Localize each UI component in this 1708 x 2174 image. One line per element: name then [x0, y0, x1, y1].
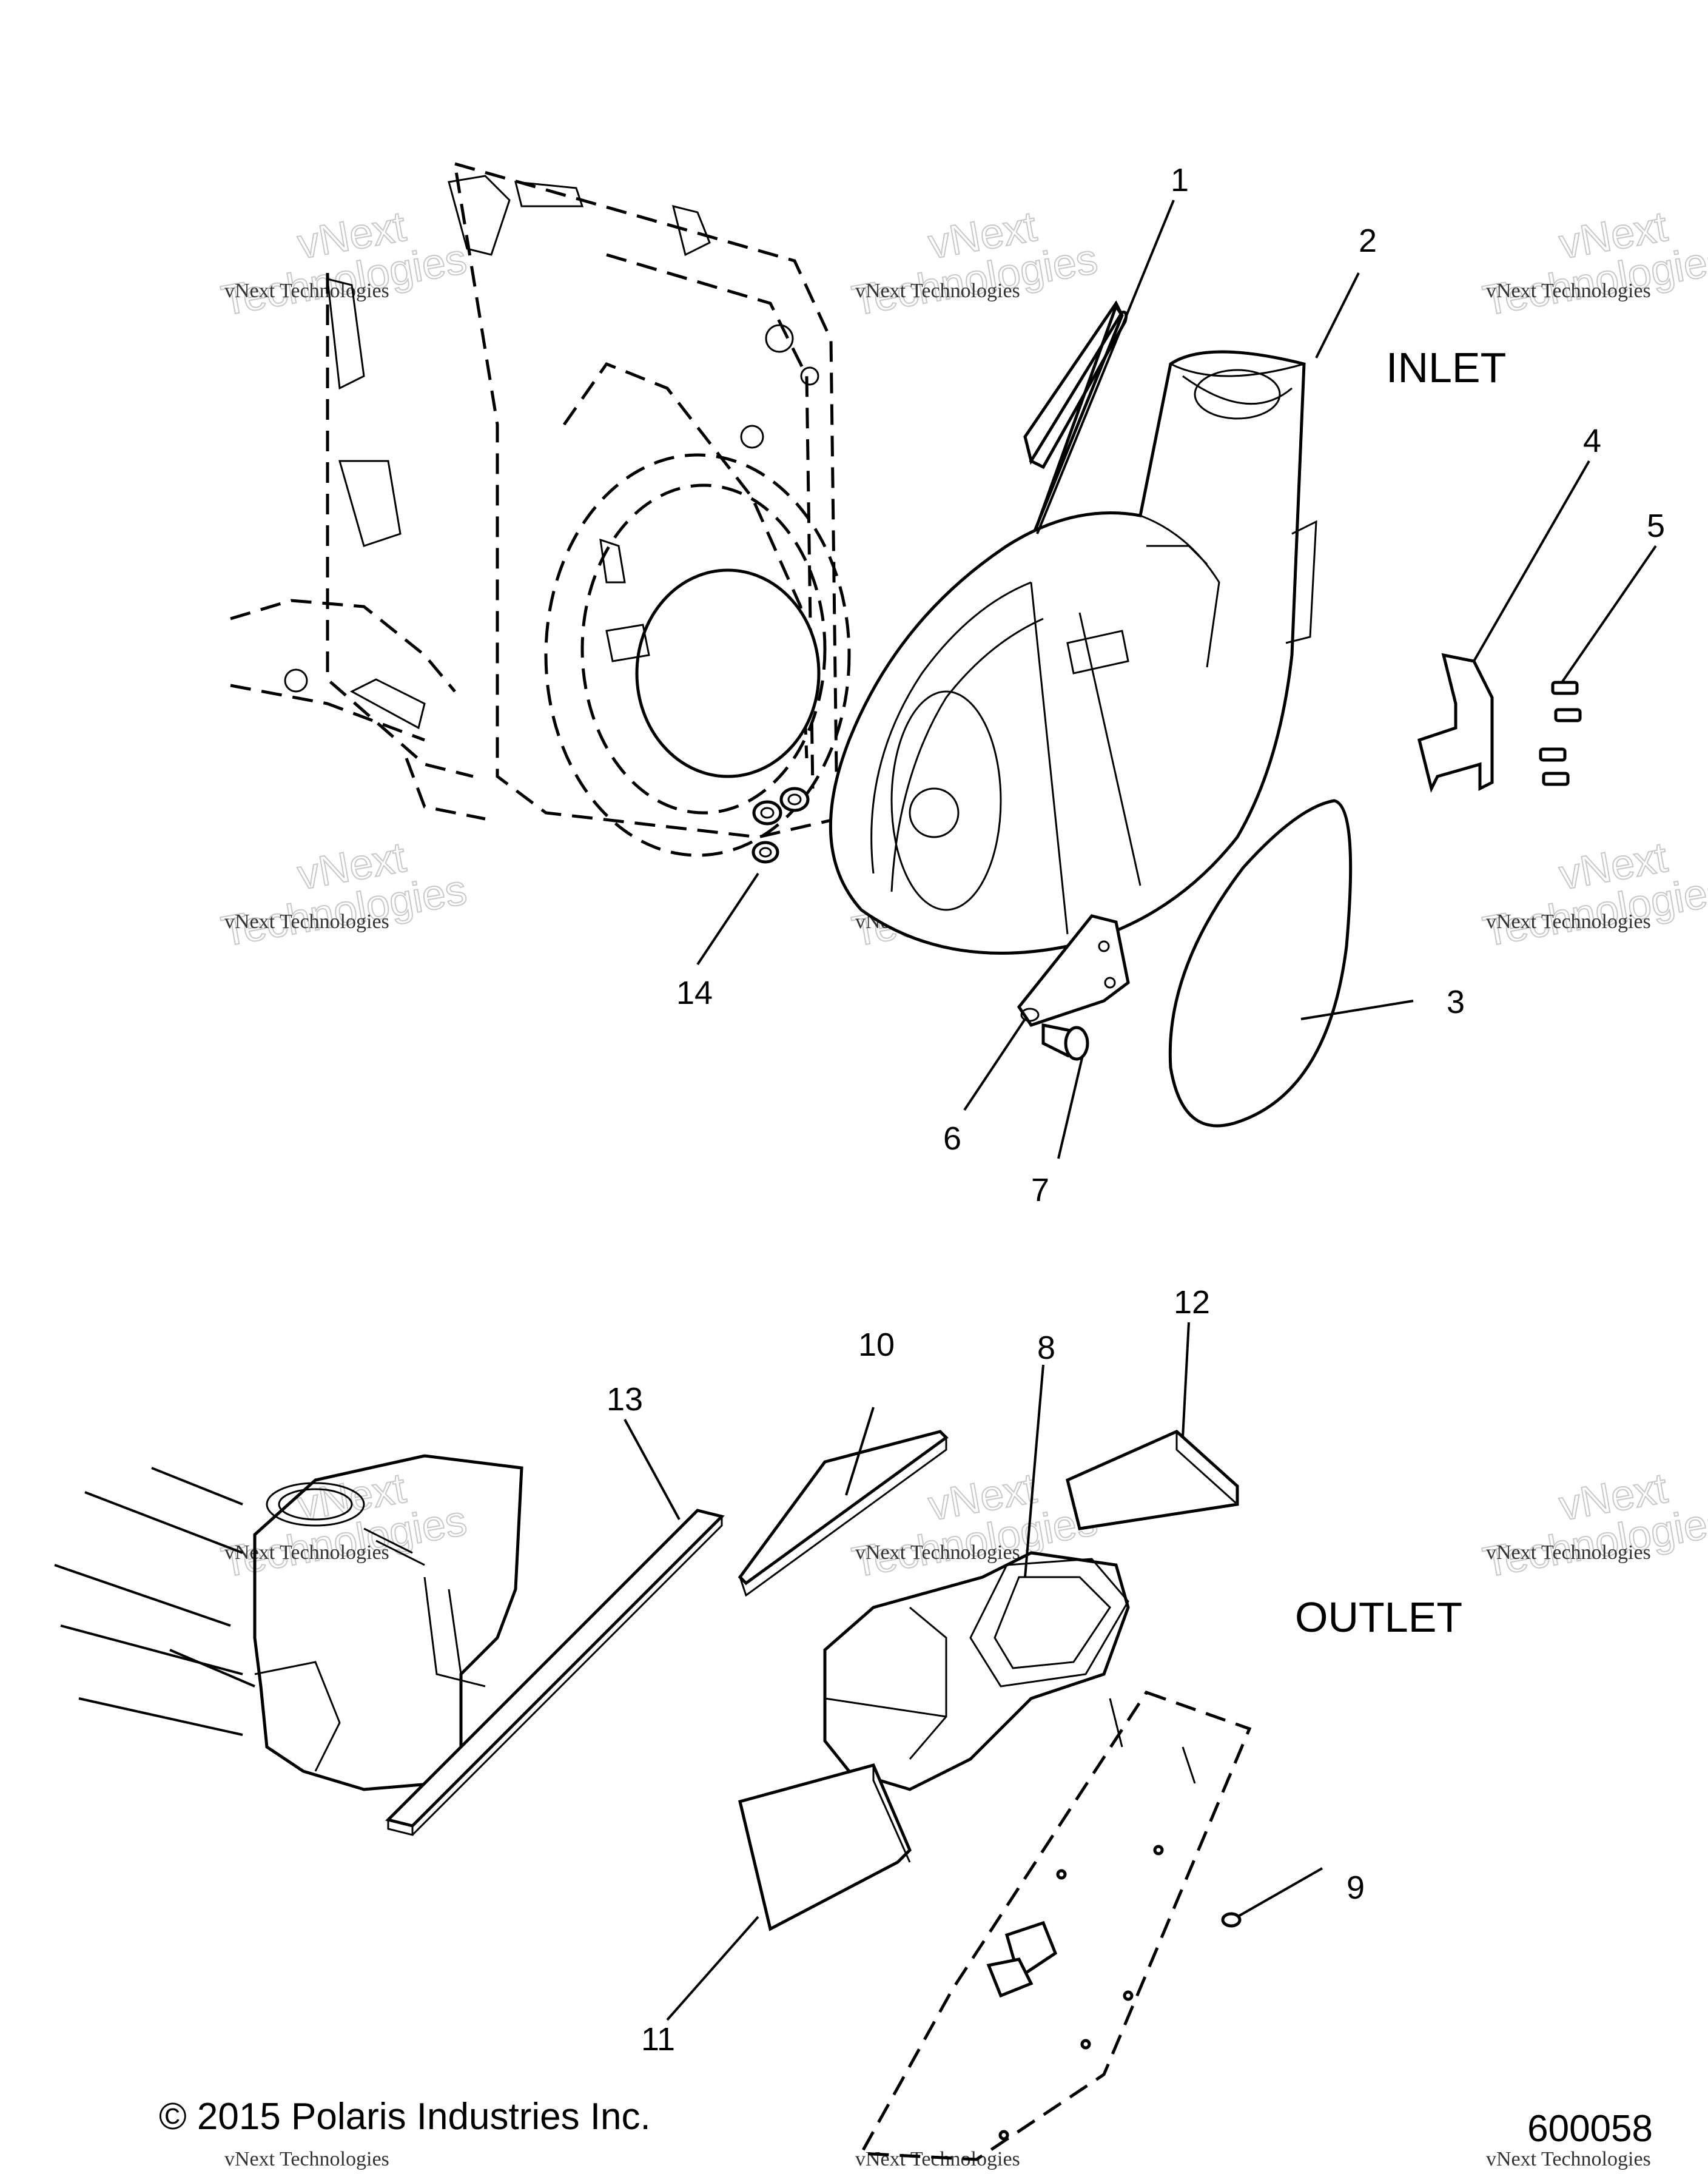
callout-2: 2: [1359, 223, 1377, 259]
watermark-text: vNext Technologies: [224, 1541, 389, 1564]
outlet-panel-reference: [858, 1690, 1252, 2161]
copyright-notice: © 2015 Polaris Industries Inc.: [159, 2096, 651, 2138]
watermark-text: vNext Technologies: [224, 280, 389, 302]
part-8-outlet-duct: [823, 1551, 1130, 1791]
watermark-text: vNext Technologies: [1486, 910, 1651, 933]
part-1-gasket-plate: [1029, 311, 1128, 469]
callout-11: 11: [641, 2021, 675, 2058]
watermark-group: Technologies vNext vNext Technologies Te…: [217, 202, 1708, 2170]
watermark-text: vNext Technologies: [855, 1541, 1020, 1564]
part-14-washers: [751, 787, 810, 864]
callout-4: 4: [1583, 423, 1601, 459]
part-5-screws: [1539, 681, 1582, 786]
callout-8: 8: [1037, 1330, 1055, 1366]
part-13-foam-strip: [385, 1509, 725, 1828]
figure-number: 600058: [1527, 2108, 1653, 2150]
callout-10: 10: [858, 1327, 895, 1363]
watermark-text: vNext Technologies: [1486, 1541, 1651, 1564]
callout-6: 6: [943, 1120, 961, 1157]
watermark: Technologies vNext vNext Technologies: [217, 833, 471, 956]
watermark-text: vNext Technologies: [1486, 2148, 1651, 2170]
watermark-text: vNext Technologies: [855, 2148, 1020, 2170]
part-11-wedge: [738, 1763, 912, 1931]
callout-12: 12: [1174, 1284, 1210, 1321]
part-4-clip: [1417, 653, 1494, 793]
engine-reference: [230, 161, 851, 857]
leader-lines: [624, 200, 1657, 2021]
part-7-bolt: [1041, 1023, 1089, 1061]
callout-5: 5: [1647, 508, 1665, 544]
part-9-screw: [1221, 1912, 1242, 1928]
watermark-text: vNext Technologies: [224, 2148, 389, 2170]
callout-3: 3: [1447, 984, 1465, 1020]
part-10-pad: [738, 1430, 949, 1586]
watermark-text: vNext Technologies: [1486, 280, 1651, 302]
watermark: vNext Technologies: [224, 2148, 389, 2170]
watermark: vNext Technologies: [1486, 2148, 1651, 2170]
part-3-seal: [1168, 799, 1353, 1128]
watermark: Technologies vNext vNext Technologies: [848, 202, 1101, 325]
callout-1: 1: [1171, 162, 1189, 198]
callout-7: 7: [1031, 1172, 1049, 1208]
watermark-text: vNext Technologies: [224, 910, 389, 933]
part-12-wedge: [1066, 1430, 1239, 1530]
callout-14: 14: [676, 975, 713, 1011]
watermark-text: vNext Technologies: [855, 280, 1020, 302]
part-2-inlet-housing: [829, 350, 1317, 955]
watermark: Technologies vNext vNext Technologies: [217, 202, 471, 325]
inlet-label: INLET: [1386, 344, 1506, 391]
watermark: Technologies vNext vNext Technologies: [1479, 202, 1708, 325]
outlet-label: OUTLET: [1295, 1593, 1462, 1641]
callout-9: 9: [1347, 1869, 1365, 1906]
watermark: Technologies vNext vNext Technologies: [1479, 833, 1708, 956]
callout-13: 13: [607, 1381, 643, 1418]
watermark: vNext Technologies: [855, 2148, 1020, 2170]
watermark: Technologies vNext vNext Technologies: [1479, 1464, 1708, 1587]
